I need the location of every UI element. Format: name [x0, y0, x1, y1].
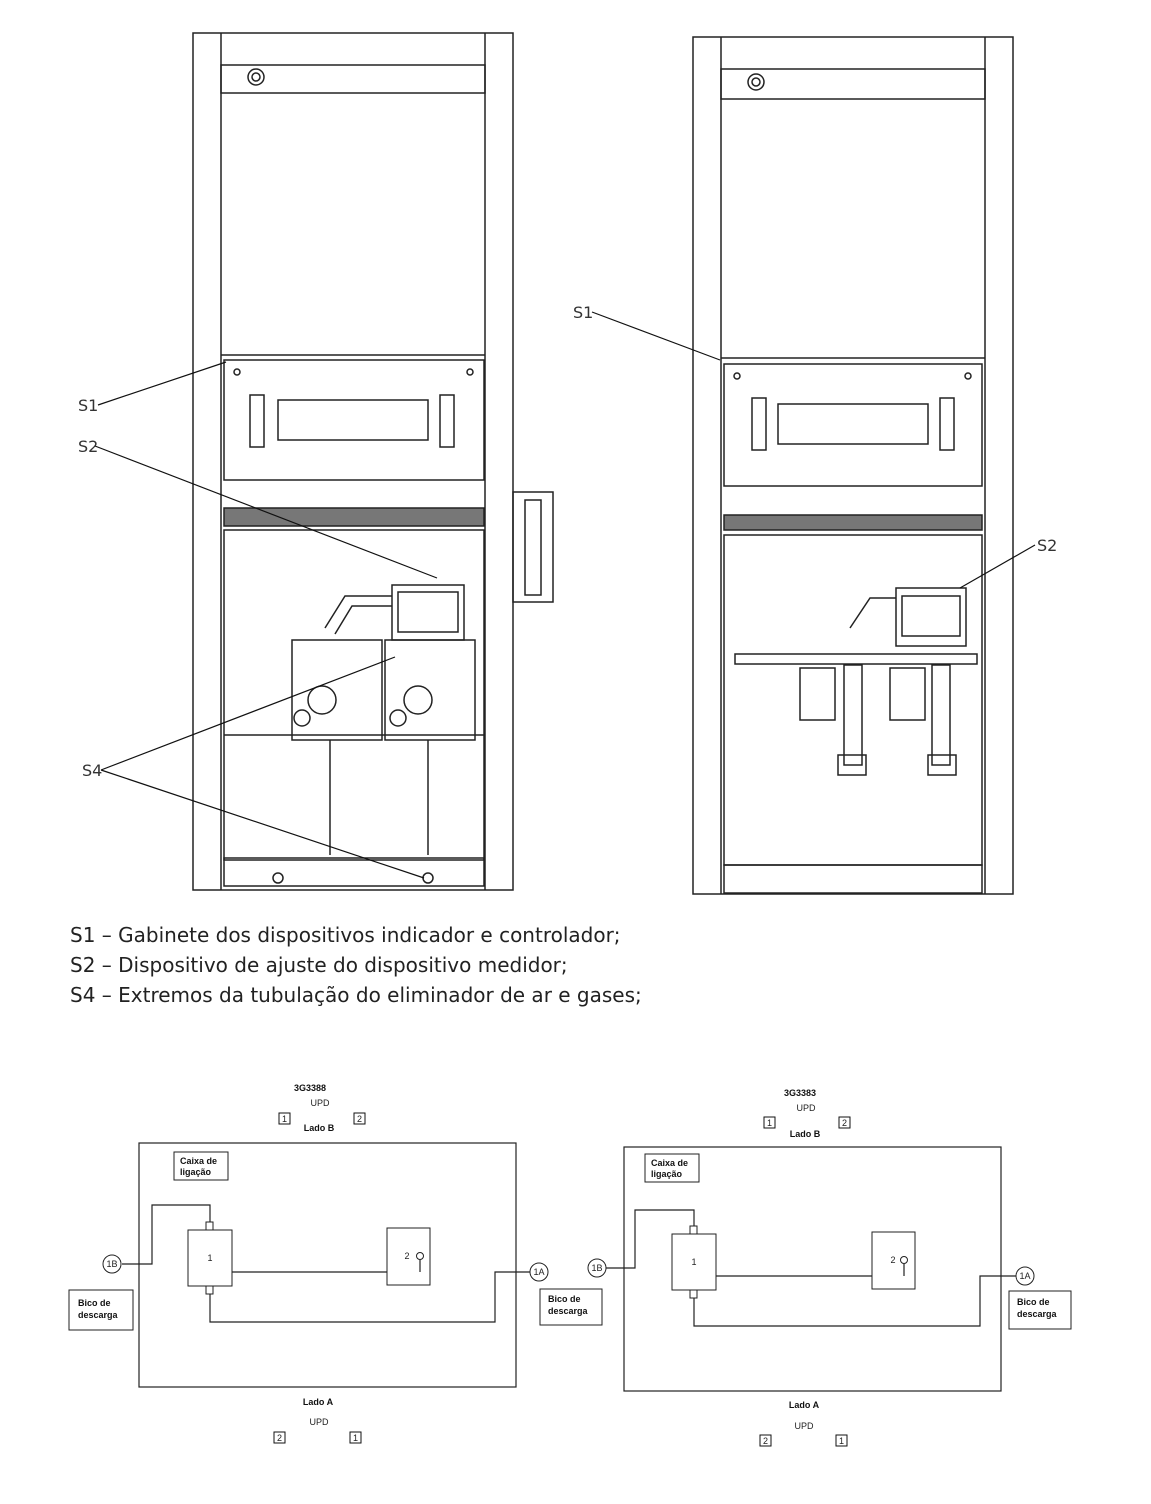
legend-item-s4: S4 – Extremos da tubulação do eliminador… — [70, 983, 642, 1007]
marker-box — [278, 1112, 291, 1125]
marker-box — [353, 1112, 366, 1125]
junction-box-label-frame — [173, 1151, 229, 1181]
marker-label: 2 — [277, 1433, 282, 1443]
nozzle-line1: Bico de — [78, 1298, 111, 1308]
node-1a-label: 1A — [533, 1267, 544, 1277]
callout-s1-right: S1 — [573, 303, 593, 322]
legend: S1 – Gabinete dos dispositivos indicador… — [70, 920, 642, 1010]
nozzle-line2: descarga — [1017, 1309, 1058, 1319]
upd-bottom-label: UPD — [794, 1421, 814, 1431]
side-a-label: Lado A — [789, 1400, 820, 1410]
left-indicator-cabinet — [223, 359, 485, 481]
callout-s1-left: S1 — [78, 396, 98, 415]
unit-2-label: 2 — [404, 1251, 409, 1261]
junction-box-line1: Caixa de — [651, 1158, 688, 1168]
marker-label: 2 — [842, 1118, 847, 1128]
side-b-label: Lado B — [304, 1123, 335, 1133]
nozzle-line1: Bico de — [548, 1294, 581, 1304]
node-1b-label: 1B — [106, 1259, 117, 1269]
callout-s2-left: S2 — [78, 437, 98, 456]
unit-1-label: 1 — [207, 1253, 212, 1263]
nozzle-line2: descarga — [548, 1306, 589, 1316]
legend-item-s1: S1 – Gabinete dos dispositivos indicador… — [70, 923, 621, 947]
node-1b-label: 1B — [591, 1263, 602, 1273]
unit-1-label: 1 — [691, 1257, 696, 1267]
unit-2-label: 2 — [890, 1255, 895, 1265]
nozzle-box-center — [539, 1288, 603, 1326]
model-label: 3G3388 — [294, 1083, 326, 1093]
callout-s2-right: S2 — [1037, 536, 1057, 555]
upd-bottom-label: UPD — [309, 1417, 329, 1427]
callout-s4-left: S4 — [82, 761, 102, 780]
marker-label: 1 — [839, 1436, 844, 1446]
marker-label: 2 — [763, 1436, 768, 1446]
marker-label: 1 — [282, 1114, 287, 1124]
node-1a-label: 1A — [1019, 1271, 1030, 1281]
marker-label: 1 — [767, 1118, 772, 1128]
junction-box-line1: Caixa de — [180, 1156, 217, 1166]
left-callouts: S1 S2 S4 — [78, 361, 438, 879]
wiring-diagram-right: 3G3383 UPD 1 2 Lado B Caixa de ligação 1… — [587, 1088, 1072, 1447]
marker-label: 2 — [357, 1114, 362, 1124]
junction-frame — [138, 1142, 517, 1388]
node-1a — [529, 1262, 549, 1282]
node-1b — [102, 1254, 122, 1274]
right-meter-device — [895, 587, 967, 647]
wiring-diagram-left: 3G3388 UPD 1 2 Lado B Caixa de ligação 1… — [68, 1083, 603, 1444]
junction-box-line2: ligação — [180, 1167, 212, 1177]
side-b-label: Lado B — [790, 1129, 821, 1139]
node-1a — [1015, 1266, 1035, 1286]
unit-2-box — [871, 1231, 916, 1290]
nozzle-line1: Bico de — [1017, 1297, 1050, 1307]
node-1b — [587, 1258, 607, 1278]
nozzle-box-right — [1008, 1290, 1072, 1330]
side-a-label: Lado A — [303, 1397, 334, 1407]
upd-top-label: UPD — [310, 1098, 330, 1108]
model-label: 3G3383 — [784, 1088, 816, 1098]
nozzle-line2: descarga — [78, 1310, 119, 1320]
right-dispenser — [692, 36, 1014, 895]
upd-top-label: UPD — [796, 1103, 816, 1113]
nozzle-box-left — [68, 1289, 134, 1331]
legend-item-s2: S2 – Dispositivo de ajuste do dispositiv… — [70, 953, 568, 977]
right-indicator-cabinet — [723, 363, 983, 487]
right-callouts: S1 S2 — [573, 303, 1057, 589]
unit-2-box — [386, 1227, 431, 1286]
junction-box-line2: ligação — [651, 1169, 683, 1179]
marker-label: 1 — [353, 1433, 358, 1443]
junction-frame — [623, 1146, 1002, 1392]
